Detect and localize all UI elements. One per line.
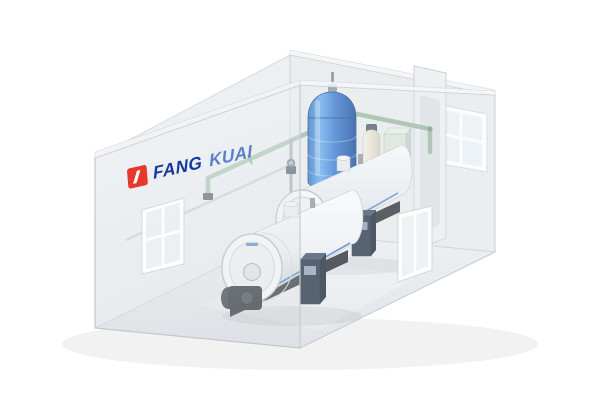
logo-wall-face	[94, 84, 301, 349]
panel-screen	[304, 266, 316, 275]
panel-top	[300, 253, 326, 260]
panel-side	[371, 210, 376, 256]
safety-valve	[358, 154, 363, 164]
window-mullion	[145, 229, 181, 242]
steam-dome-top	[336, 155, 351, 161]
control-panel-front	[299, 253, 326, 305]
partition-wall	[413, 65, 447, 252]
tank-highlight	[315, 100, 320, 176]
window-mullion	[440, 132, 483, 144]
tank-weld-line	[307, 135, 357, 143]
tank-dome	[307, 91, 357, 119]
logo-icon-slash	[133, 170, 141, 184]
logo-wall-top-edge	[94, 79, 301, 159]
tank-weld-line	[307, 153, 357, 161]
panel-side	[320, 253, 326, 304]
window-left-wall	[141, 197, 185, 275]
logo-wall: FANG KUAI	[94, 79, 301, 349]
pipe-joint	[427, 126, 433, 132]
glass-wall-right	[299, 79, 496, 349]
safety-valve	[310, 198, 315, 208]
window-right-wall	[397, 205, 433, 283]
